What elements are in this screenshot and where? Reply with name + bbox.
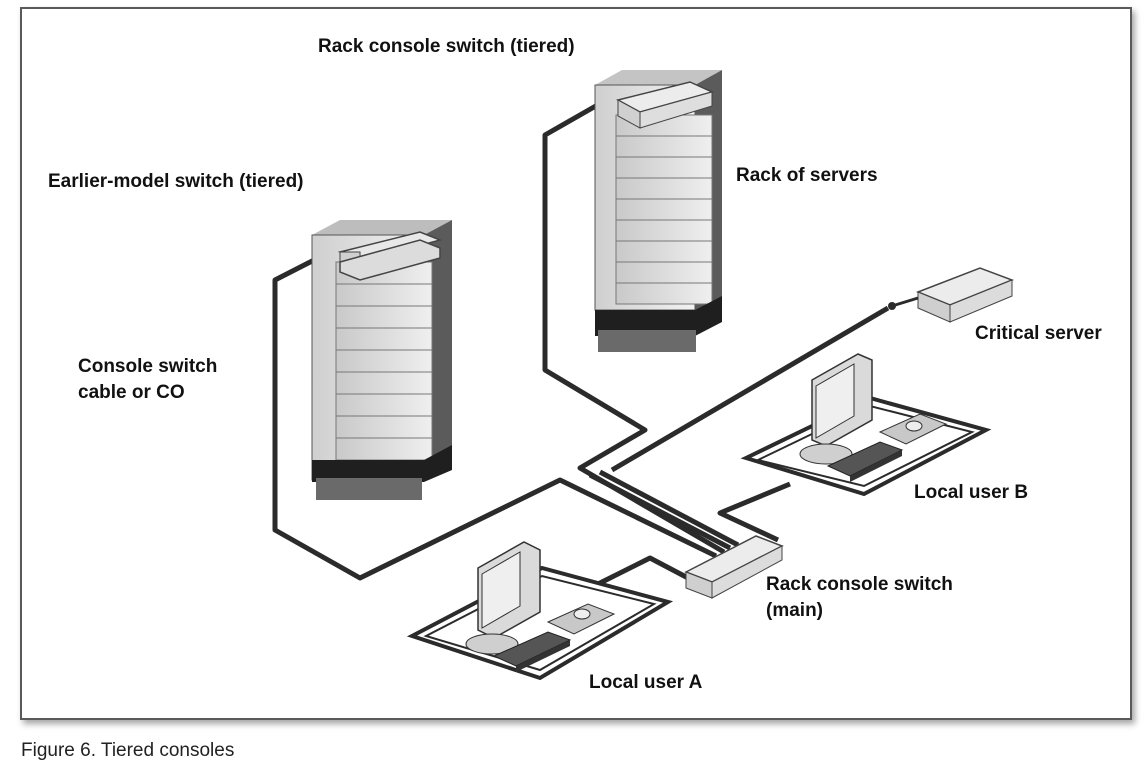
- label-critical-server: Critical server: [975, 323, 1102, 344]
- label-local-user-b: Local user B: [914, 482, 1029, 503]
- label-earlier-model-switch: Earlier-model switch (tiered): [48, 171, 304, 192]
- local-user-b-station: [740, 353, 992, 497]
- cables: [272, 92, 890, 591]
- local-user-a-station: [406, 541, 674, 681]
- label-console-switch-cable: Console switch cable or CO: [78, 356, 218, 403]
- cable-local-user-b: [717, 481, 791, 543]
- label-rack-console-switch-main: Rack console switch (main): [766, 574, 953, 621]
- label-local-user-a: Local user A: [589, 672, 703, 693]
- rack-of-servers: [594, 70, 722, 352]
- figure-caption: Figure 6. Tiered consoles: [21, 740, 235, 761]
- cable-parallel-1: [588, 472, 732, 551]
- label-rack-console-switch-tiered: Rack console switch (tiered): [318, 36, 575, 57]
- rack-console-switch-main: [684, 535, 784, 599]
- cable-earlier-model: [272, 255, 718, 581]
- cable-local-user-a: [588, 555, 690, 591]
- cable-critical-server: [610, 305, 890, 473]
- earlier-model-rack: [311, 220, 452, 500]
- critical-server: [888, 267, 1015, 323]
- cable-parallel-2: [598, 469, 740, 548]
- label-rack-of-servers: Rack of servers: [736, 165, 878, 186]
